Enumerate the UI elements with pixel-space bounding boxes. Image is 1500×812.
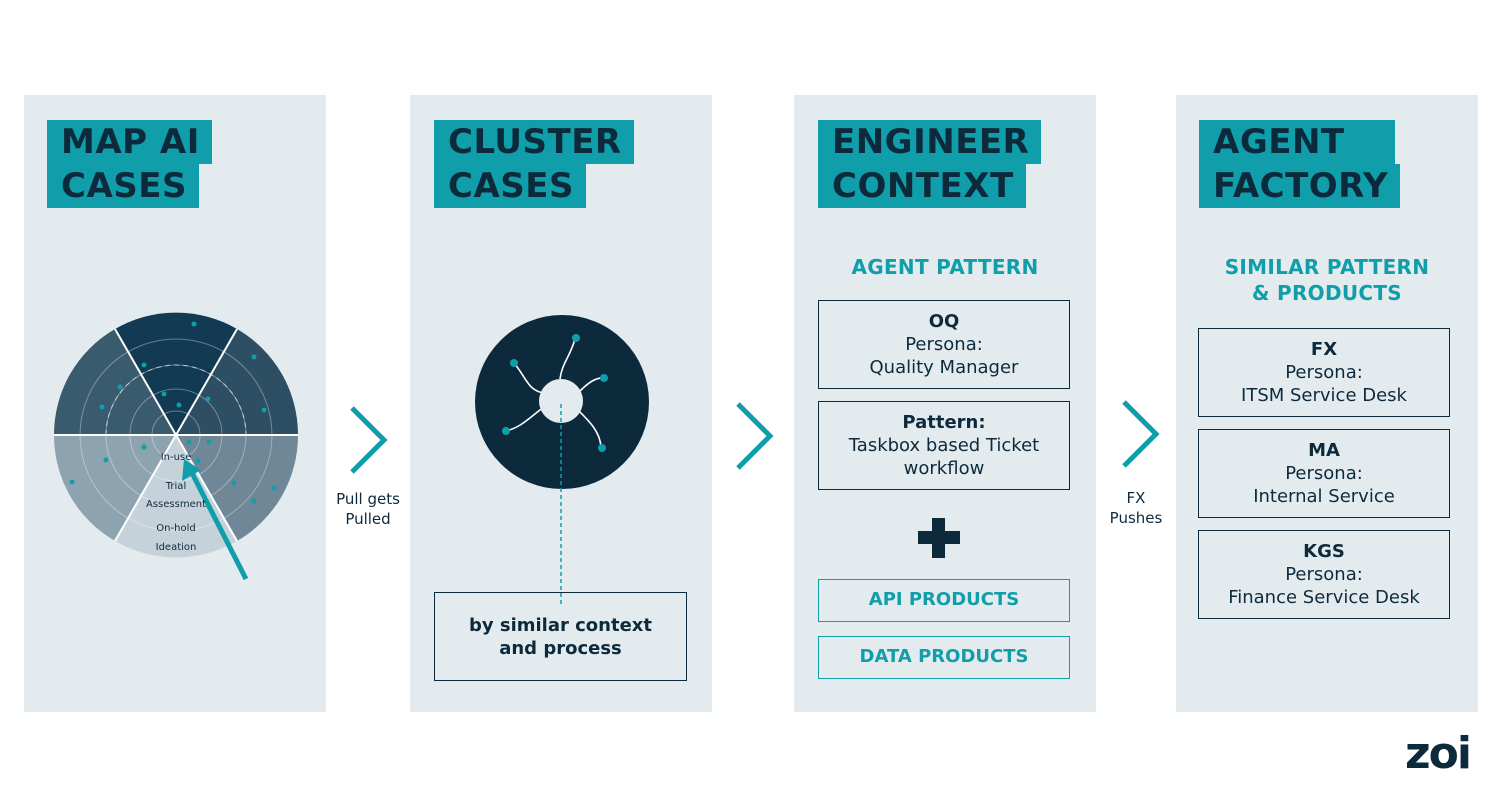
box-line: Persona: xyxy=(905,334,983,355)
subheading-line-2: & PRODUCTS xyxy=(1251,281,1403,305)
box-line: Quality Manager xyxy=(869,357,1019,378)
box-title: Pattern: xyxy=(902,412,986,433)
radar-sector-bottom xyxy=(115,435,237,558)
cluster-graphic xyxy=(475,315,649,605)
panel-title-line-1: CLUSTER xyxy=(434,120,634,164)
chevron-right-icon xyxy=(736,402,774,470)
ring-label-on-hold: On-hold xyxy=(156,523,196,534)
ring-label-in-use: In-use xyxy=(160,452,192,463)
arrow-label-pull: Pull gets Pulled xyxy=(326,489,410,529)
agent-pattern-heading: AGENT PATTERN xyxy=(851,255,1039,279)
cluster-caption-box: by similar context and process xyxy=(434,592,687,681)
box-line: Persona: xyxy=(1285,463,1363,484)
subheading-line-1: SIMILAR PATTERN xyxy=(1224,255,1430,279)
box-line: ITSM Service Desk xyxy=(1241,385,1407,406)
arrow-label-line-2: Pushes xyxy=(1109,509,1163,527)
radar-sector-top-left xyxy=(53,329,176,435)
radar-sector-top-right xyxy=(176,329,299,435)
panel-title-line-1: MAP AI xyxy=(47,120,212,164)
panel-engineer-context: ENGINEER CONTEXT AGENT PATTERN OQ Person… xyxy=(794,95,1096,712)
api-products-box: API PRODUCTS xyxy=(818,579,1070,622)
zoi-logo: zoi xyxy=(1405,728,1472,779)
radar-sector-bottom-right xyxy=(176,435,299,541)
panel-title-line-2: CONTEXT xyxy=(818,164,1026,208)
radar-sector-top xyxy=(115,312,237,435)
box-line: workflow xyxy=(903,458,985,479)
caption-line-1: by similar context xyxy=(468,614,653,636)
box-line: Persona: xyxy=(1285,362,1363,383)
persona-box-oq: OQ Persona: Quality Manager xyxy=(818,300,1070,389)
plus-icon xyxy=(918,518,960,558)
box-title: MA xyxy=(1308,440,1340,461)
box-line: Persona: xyxy=(1285,564,1363,585)
ring-label-trial: Trial xyxy=(165,481,187,492)
panel-title-line-1: ENGINEER xyxy=(818,120,1042,164)
persona-box-ma: MA Persona: Internal Service xyxy=(1198,429,1450,518)
panel-title-line-2: CASES xyxy=(47,164,199,208)
arrow-label-push: FX Pushes xyxy=(1096,488,1176,528)
pattern-box: Pattern: Taskbox based Ticket workflow xyxy=(818,401,1070,490)
data-products-box: DATA PRODUCTS xyxy=(818,636,1070,679)
box-line: Internal Service xyxy=(1253,486,1395,507)
panel-cluster-cases: CLUSTER CASES by similar context and pro… xyxy=(410,95,712,712)
arrow-label-line-2: Pulled xyxy=(345,510,391,528)
arrow-label-line-1: FX xyxy=(1126,489,1146,507)
box-title: OQ xyxy=(928,311,960,332)
persona-box-kgs: KGS Persona: Finance Service Desk xyxy=(1198,530,1450,619)
caption-line-2: and process xyxy=(499,637,622,659)
panel-agent-factory: AGENT FACTORY SIMILAR PATTERN & PRODUCTS… xyxy=(1176,95,1478,712)
panel-title-line-2: FACTORY xyxy=(1199,164,1401,208)
box-title: FX xyxy=(1310,339,1338,360)
similar-pattern-heading: SIMILAR PATTERN & PRODUCTS xyxy=(1176,254,1478,306)
box-line: Taskbox based Ticket xyxy=(848,435,1040,456)
box-title: KGS xyxy=(1303,541,1345,562)
ring-label-assessment: Assessment xyxy=(146,499,206,510)
radar-sector-bottom-left xyxy=(53,435,176,541)
radar-pull-arrow xyxy=(189,471,249,581)
ring-label-ideation: Ideation xyxy=(155,542,197,553)
chevron-right-icon xyxy=(1122,400,1160,468)
panel-title-line-1: AGENT xyxy=(1199,120,1395,164)
panel-title-line-2: CASES xyxy=(434,164,586,208)
box-line: Finance Service Desk xyxy=(1228,587,1420,608)
chevron-right-icon xyxy=(350,406,388,474)
panel-map-ai-cases: MAP AI CASES xyxy=(24,95,326,712)
arrow-label-line-1: Pull gets xyxy=(336,490,400,508)
persona-box-fx: FX Persona: ITSM Service Desk xyxy=(1198,328,1450,417)
adoption-radar xyxy=(53,312,299,581)
